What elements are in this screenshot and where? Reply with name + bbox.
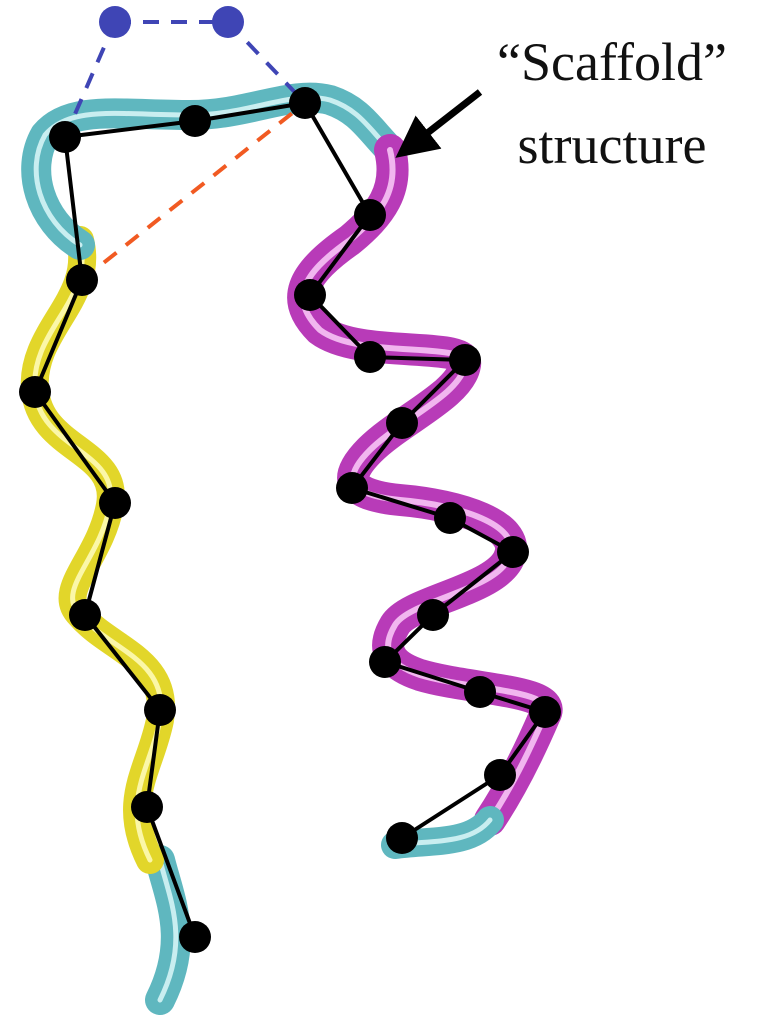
node	[69, 599, 101, 631]
node	[99, 487, 131, 519]
node	[19, 376, 51, 408]
node	[449, 344, 481, 376]
node	[66, 264, 98, 296]
node	[369, 646, 401, 678]
node	[49, 121, 81, 153]
node	[386, 822, 418, 854]
node	[144, 694, 176, 726]
node	[354, 199, 386, 231]
node	[484, 759, 516, 791]
node	[434, 502, 466, 534]
node	[417, 599, 449, 631]
node	[354, 341, 386, 373]
virtual-node	[212, 6, 244, 38]
ribbon-yellow-strand	[35, 240, 161, 860]
node	[131, 791, 163, 823]
protein-ribbon	[35, 98, 547, 1000]
annotation-line2: structure	[518, 115, 707, 175]
node	[464, 676, 496, 708]
node	[529, 696, 561, 728]
node	[294, 279, 326, 311]
node	[497, 536, 529, 568]
annotation-arrow	[412, 92, 480, 145]
annotation-line1: “Scaffold”	[497, 32, 727, 92]
virtual-node	[99, 6, 131, 38]
node	[289, 87, 321, 119]
node	[386, 407, 418, 439]
node	[179, 921, 211, 953]
node	[179, 105, 211, 137]
node	[336, 472, 368, 504]
